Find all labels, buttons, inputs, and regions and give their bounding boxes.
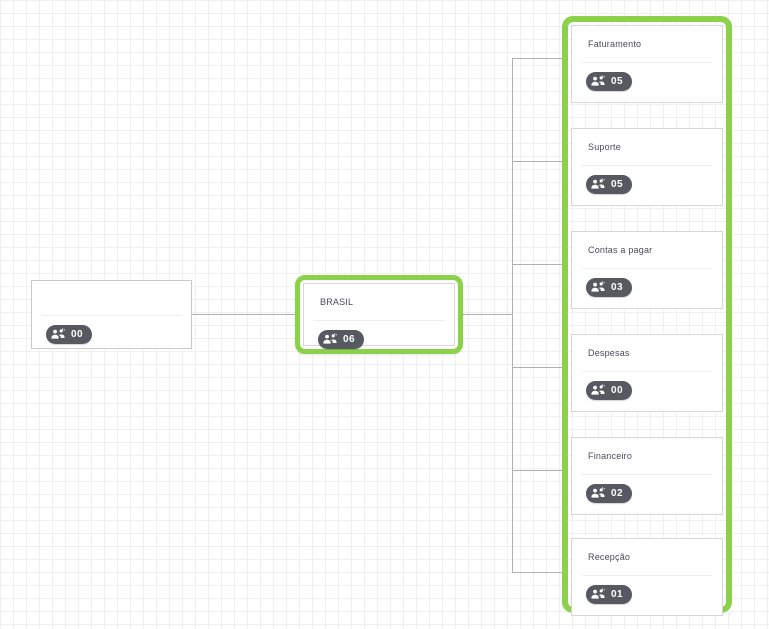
- node-faturamento-footer: 05: [572, 63, 722, 93]
- node-despesas[interactable]: Despesas 00: [571, 334, 723, 412]
- node-suporte-title: Suporte: [588, 142, 621, 152]
- people-group-icon: [591, 281, 605, 292]
- node-brasil-people-badge[interactable]: 06: [318, 330, 364, 349]
- node-financeiro-title: Financeiro: [588, 451, 633, 461]
- people-group-icon: [591, 487, 605, 498]
- people-group-icon: [591, 178, 605, 189]
- node-financeiro-divider: [582, 474, 712, 475]
- node-brasil-footer: 06: [304, 321, 454, 351]
- node-contas-a-pagar-title: Contas a pagar: [588, 245, 653, 255]
- node-contas-a-pagar-divider: [582, 268, 712, 269]
- node-contas-a-pagar-footer: 03: [572, 269, 722, 299]
- node-financeiro[interactable]: Financeiro 02: [571, 437, 723, 515]
- node-root-divider: [42, 315, 181, 316]
- node-brasil-inner: BRASIL 06: [303, 283, 455, 349]
- node-recepcao-title: Recepção: [588, 552, 631, 562]
- node-suporte[interactable]: Suporte 05: [571, 128, 723, 206]
- node-faturamento[interactable]: Faturamento 05: [571, 25, 723, 103]
- node-root-footer: 00: [32, 316, 191, 346]
- node-brasil[interactable]: BRASIL 06: [295, 275, 463, 354]
- people-group-icon: [591, 75, 605, 86]
- node-suporte-people-count: 05: [611, 179, 623, 190]
- node-despesas-divider: [582, 371, 712, 372]
- node-financeiro-people-badge[interactable]: 02: [586, 484, 632, 503]
- node-despesas-people-count: 00: [611, 385, 623, 396]
- people-group-icon: [51, 328, 65, 339]
- node-recepcao-footer: 01: [572, 576, 722, 606]
- people-group-icon: [591, 384, 605, 395]
- node-faturamento-divider: [582, 62, 712, 63]
- node-root-people-badge[interactable]: 00: [46, 325, 92, 344]
- node-recepcao-people-count: 01: [611, 589, 623, 600]
- node-financeiro-footer: 02: [572, 475, 722, 505]
- node-faturamento-people-badge[interactable]: 05: [586, 72, 632, 91]
- node-despesas-footer: 00: [572, 372, 722, 402]
- node-recepcao-divider: [582, 575, 712, 576]
- node-financeiro-people-count: 02: [611, 488, 623, 499]
- node-suporte-divider: [582, 165, 712, 166]
- node-root-people-count: 00: [71, 329, 83, 340]
- node-brasil-title: BRASIL: [320, 297, 354, 307]
- node-contas-a-pagar-people-count: 03: [611, 282, 623, 293]
- node-root[interactable]: 00: [31, 280, 192, 349]
- node-recepcao[interactable]: Recepção 01: [571, 538, 723, 616]
- node-despesas-people-badge[interactable]: 00: [586, 381, 632, 400]
- node-root-title: [32, 281, 191, 305]
- node-suporte-people-badge[interactable]: 05: [586, 175, 632, 194]
- node-faturamento-people-count: 05: [611, 76, 623, 87]
- node-faturamento-title: Faturamento: [588, 39, 642, 49]
- node-brasil-people-count: 06: [343, 334, 355, 345]
- node-despesas-title: Despesas: [588, 348, 630, 358]
- node-brasil-divider: [314, 320, 444, 321]
- node-contas-a-pagar-people-badge[interactable]: 03: [586, 278, 632, 297]
- node-contas-a-pagar[interactable]: Contas a pagar 03: [571, 231, 723, 309]
- people-group-icon: [323, 333, 337, 344]
- people-group-icon: [591, 588, 605, 599]
- node-suporte-footer: 05: [572, 166, 722, 196]
- node-recepcao-people-badge[interactable]: 01: [586, 585, 632, 604]
